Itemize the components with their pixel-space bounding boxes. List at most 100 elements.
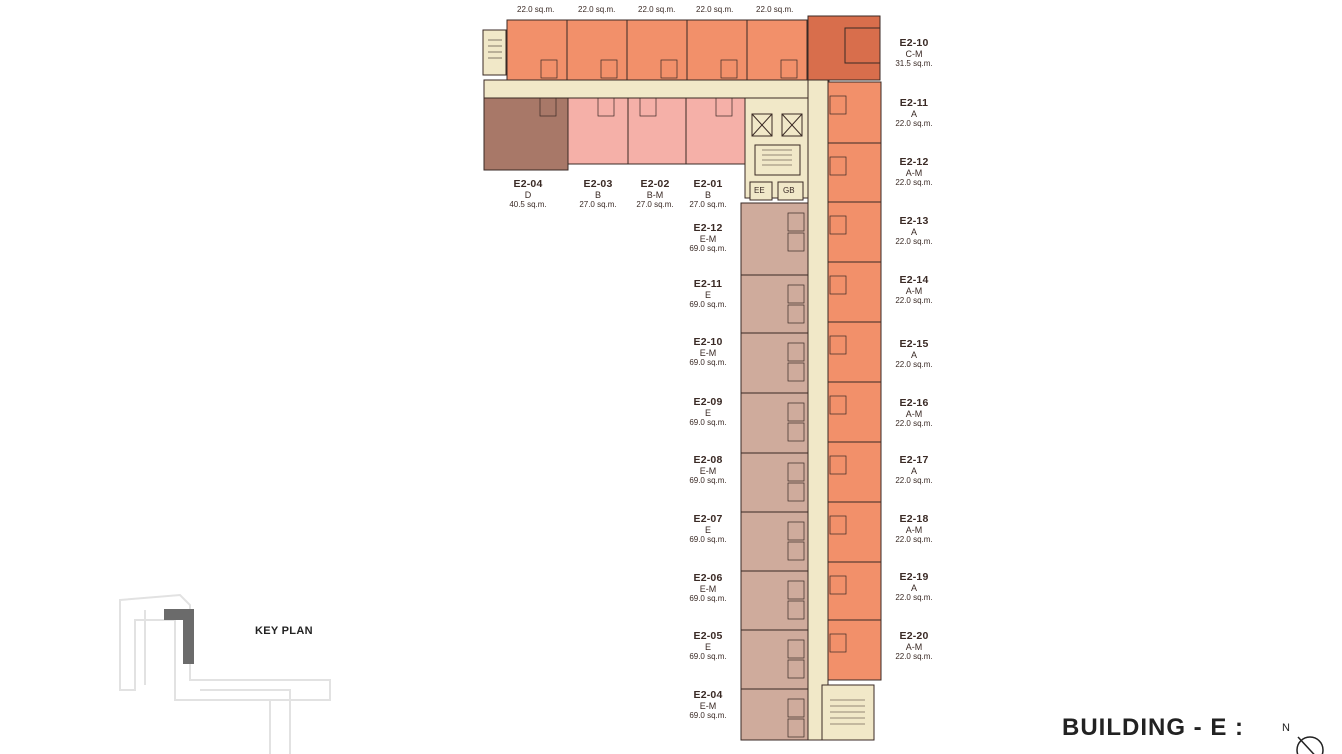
unit-number: E2-04	[513, 178, 543, 190]
unit-number: E2-11	[899, 97, 929, 109]
unit-type: E	[704, 290, 711, 301]
garbage-room-label: GB	[783, 186, 795, 195]
unit-type: A-M	[905, 642, 923, 653]
unit-area: 69.0 sq.m.	[689, 594, 727, 604]
bathroom	[715, 97, 733, 117]
bathroom	[829, 515, 847, 535]
unit-area: 22.0 sq.m.	[895, 652, 933, 662]
unit-room	[827, 201, 882, 263]
bathroom	[787, 284, 805, 304]
unit-number: E2-17	[899, 454, 929, 466]
unit-room	[740, 688, 809, 741]
top-row-area-label: 22.0 sq.m.	[638, 5, 676, 14]
unit-label: E2-06 E-M 69.0 sq.m.	[680, 572, 736, 604]
top-row-area-label: 22.0 sq.m.	[696, 5, 734, 14]
unit-area: 69.0 sq.m.	[689, 418, 727, 428]
bathroom	[787, 482, 805, 502]
top-units	[483, 97, 746, 171]
bathroom	[540, 59, 558, 79]
unit-type: A-M	[905, 525, 923, 536]
unit-area: 22.0 sq.m.	[895, 296, 933, 306]
unit-type: E	[704, 408, 711, 419]
unit-area: 22.0 sq.m.	[895, 593, 933, 603]
unit-room	[483, 97, 569, 171]
unit-number: E2-03	[583, 178, 613, 190]
unit-label: E2-19 A 22.0 sq.m.	[886, 571, 942, 603]
unit-area: 22.0 sq.m.	[895, 360, 933, 370]
unit-label: E2-13 A 22.0 sq.m.	[886, 215, 942, 247]
top-row-units	[506, 15, 881, 81]
unit-room	[740, 202, 809, 276]
unit-area: 22.0 sq.m.	[895, 119, 933, 129]
bathroom	[829, 335, 847, 355]
bathroom	[780, 59, 798, 79]
bathroom	[787, 600, 805, 620]
unit-room	[827, 501, 882, 563]
unit-area: 22.0 sq.m.	[895, 476, 933, 486]
unit-number: E2-16	[899, 397, 929, 409]
unit-number: E2-12	[899, 156, 929, 168]
unit-label: E2-08 E-M 69.0 sq.m.	[680, 454, 736, 486]
unit-number: E2-13	[899, 215, 929, 227]
unit-type: B	[704, 190, 711, 201]
unit-label: E2-10 E-M 69.0 sq.m.	[680, 336, 736, 368]
unit-type: A	[910, 227, 917, 238]
unit-type: A	[910, 109, 917, 120]
unit-area: 69.0 sq.m.	[689, 711, 727, 721]
unit-label: E2-20 A-M 22.0 sq.m.	[886, 630, 942, 662]
unit-type: E-M	[699, 584, 717, 595]
bathroom	[829, 455, 847, 475]
unit-room	[827, 81, 882, 144]
bathroom	[787, 462, 805, 482]
unit-number: E2-15	[899, 338, 929, 350]
bathroom	[787, 212, 805, 232]
bathroom	[539, 97, 557, 117]
unit-room	[566, 19, 628, 81]
unit-number: E2-19	[899, 571, 929, 583]
unit-room	[746, 19, 808, 81]
unit-area: 69.0 sq.m.	[689, 476, 727, 486]
key-plan-outline	[119, 593, 331, 754]
unit-label: E2-12 A-M 22.0 sq.m.	[886, 156, 942, 188]
north-arrow-icon	[1296, 736, 1324, 754]
bathroom	[787, 698, 805, 718]
key-plan-highlight	[164, 609, 194, 664]
unit-area: 22.0 sq.m.	[895, 419, 933, 429]
bathroom	[829, 395, 847, 415]
unit-type: E	[704, 525, 711, 536]
unit-type: E-M	[699, 234, 717, 245]
unit-area: 69.0 sq.m.	[689, 300, 727, 310]
unit-room	[827, 142, 882, 203]
bathroom	[787, 521, 805, 541]
unit-type: A	[910, 466, 917, 477]
bathroom	[787, 580, 805, 600]
unit-type: A	[910, 583, 917, 594]
unit-number: E2-07	[693, 513, 723, 525]
bathroom	[600, 59, 618, 79]
unit-room	[686, 19, 748, 81]
unit-type: A-M	[905, 409, 923, 420]
unit-type: B	[594, 190, 601, 201]
bathroom	[787, 718, 805, 738]
unit-number: E2-09	[693, 396, 723, 408]
unit-area: 69.0 sq.m.	[689, 244, 727, 254]
north-label: N	[1282, 722, 1290, 734]
bathroom	[829, 215, 847, 235]
unit-label: E2-01 B 27.0 sq.m.	[680, 178, 736, 210]
unit-room	[685, 97, 746, 165]
unit-type: A	[910, 350, 917, 361]
bathroom	[829, 156, 847, 176]
unit-label: E2-17 A 22.0 sq.m.	[886, 454, 942, 486]
unit-number: E2-10	[693, 336, 723, 348]
unit-room	[740, 570, 809, 631]
unit-label: E2-11 A 22.0 sq.m.	[886, 97, 942, 129]
unit-label: E2-09 E 69.0 sq.m.	[680, 396, 736, 428]
bathroom	[829, 95, 847, 115]
unit-label: E2-02 B-M 27.0 sq.m.	[627, 178, 683, 210]
unit-area: 22.0 sq.m.	[895, 237, 933, 247]
unit-type: C-M	[905, 49, 923, 60]
unit-room	[740, 511, 809, 572]
unit-area: 22.0 sq.m.	[895, 178, 933, 188]
bathroom	[787, 659, 805, 679]
